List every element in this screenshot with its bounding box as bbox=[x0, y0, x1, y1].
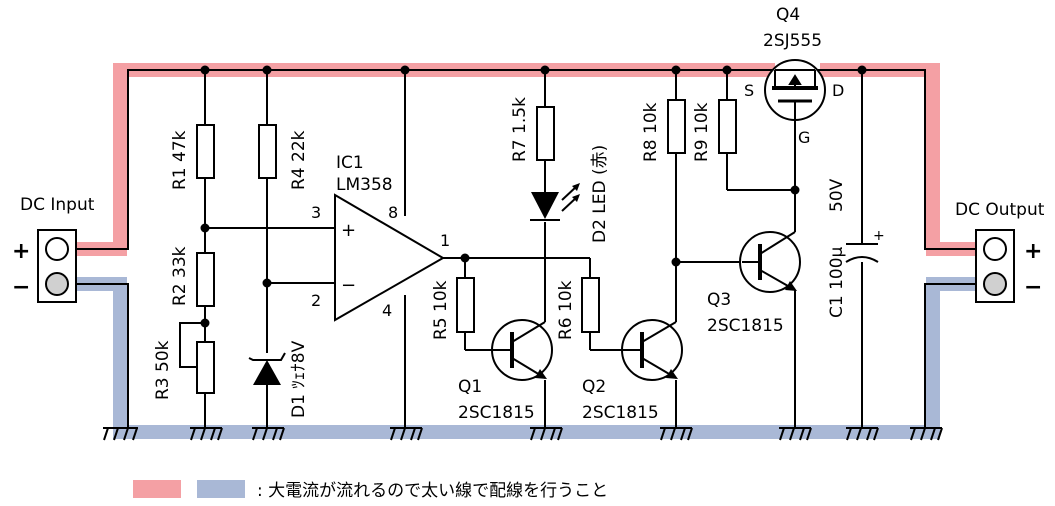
ground-symbol bbox=[846, 427, 879, 441]
d1-label: D1 ﾂｪﾅ8V bbox=[289, 340, 309, 418]
r6-label: R6 10k bbox=[556, 280, 576, 340]
input-plus-label: + bbox=[12, 239, 30, 264]
resistors bbox=[196, 99, 737, 394]
gate-label: G bbox=[798, 128, 810, 147]
r5-label: R5 10k bbox=[431, 280, 451, 340]
legend: : 大電流が流れるので太い線で配線を行うこと bbox=[133, 480, 608, 501]
dc-output-label: DC Output bbox=[955, 200, 1045, 220]
transistor-q1 bbox=[491, 319, 553, 381]
r3-label: R3 50k bbox=[153, 340, 173, 400]
legend-ground-swatch bbox=[197, 480, 245, 498]
resistor-r6 bbox=[581, 277, 600, 333]
q4-part-label: 2SJ555 bbox=[763, 31, 822, 51]
resistor-r9 bbox=[718, 99, 737, 154]
capacitor-c1 bbox=[845, 243, 879, 263]
ground-symbol bbox=[190, 427, 223, 441]
r8-label: R8 10k bbox=[641, 102, 661, 162]
led-d2 bbox=[530, 183, 580, 221]
output-minus-label: − bbox=[1024, 275, 1042, 300]
zener-diode-d1 bbox=[248, 352, 286, 385]
r9-label: R9 10k bbox=[692, 102, 712, 162]
pin2-label: 2 bbox=[311, 291, 321, 310]
q4-label: Q4 bbox=[776, 5, 800, 25]
q3-part-label: 2SC1815 bbox=[707, 316, 784, 336]
dc-input-label: DC Input bbox=[20, 195, 95, 215]
q1-label: Q1 bbox=[458, 377, 482, 397]
q2-label: Q2 bbox=[582, 377, 606, 397]
legend-positive-swatch bbox=[133, 480, 181, 498]
mosfet-q4 bbox=[764, 59, 826, 128]
pin8-label: 8 bbox=[388, 203, 398, 222]
c1-label: C1 100μ bbox=[827, 246, 847, 318]
resistor-r8 bbox=[667, 99, 686, 154]
ground-symbols bbox=[103, 427, 943, 441]
ground-symbol bbox=[390, 427, 423, 441]
input-connector bbox=[37, 229, 77, 303]
resistor-r4 bbox=[258, 124, 277, 179]
ground-symbol bbox=[779, 427, 812, 441]
legend-text: : 大電流が流れるので太い線で配線を行うこと bbox=[257, 481, 608, 501]
r4-label: R4 22k bbox=[289, 130, 309, 190]
pin4-label: 4 bbox=[382, 301, 392, 320]
ground-symbol bbox=[103, 427, 138, 441]
r2-label: R2 33k bbox=[170, 246, 190, 306]
c1-plus-label: + bbox=[873, 228, 885, 244]
ic1-label: IC1 bbox=[336, 153, 364, 173]
c1-voltage-label: 50V bbox=[827, 178, 847, 212]
resistor-r2 bbox=[196, 252, 215, 307]
ground-symbol bbox=[252, 427, 285, 441]
opamp-minus-label: − bbox=[341, 275, 356, 296]
input-minus-label: − bbox=[12, 275, 30, 300]
resistor-r1 bbox=[196, 124, 215, 179]
q1-part-label: 2SC1815 bbox=[458, 403, 535, 423]
opamp-ic1 bbox=[334, 193, 445, 322]
q2-part-label: 2SC1815 bbox=[582, 403, 659, 423]
q3-label: Q3 bbox=[707, 290, 731, 310]
resistor-r5 bbox=[456, 277, 475, 333]
ground-symbol bbox=[660, 427, 693, 441]
ground-symbol bbox=[530, 427, 563, 441]
transistor-q3 bbox=[739, 231, 801, 293]
r7-label: R7 1.5k bbox=[510, 97, 530, 162]
labels: DC Input DC Output + − + − R1 47k R4 22k… bbox=[12, 5, 1045, 423]
output-connector bbox=[975, 229, 1015, 303]
source-label: S bbox=[744, 81, 754, 100]
lm358-label: LM358 bbox=[336, 175, 393, 195]
opamp-plus-label: + bbox=[341, 220, 356, 241]
junction-dots bbox=[200, 65, 867, 328]
resistor-r7 bbox=[536, 106, 555, 161]
output-plus-label: + bbox=[1024, 239, 1042, 264]
pin3-label: 3 bbox=[311, 203, 321, 222]
r1-label: R1 47k bbox=[170, 130, 190, 190]
circuit-wires bbox=[72, 69, 978, 428]
d2-label: D2 LED (赤) bbox=[590, 145, 610, 243]
pin1-label: 1 bbox=[440, 231, 450, 250]
transistor-q2 bbox=[620, 319, 683, 381]
ground-symbol bbox=[910, 427, 943, 441]
resistor-r3 bbox=[196, 341, 215, 394]
drain-label: D bbox=[832, 81, 844, 100]
